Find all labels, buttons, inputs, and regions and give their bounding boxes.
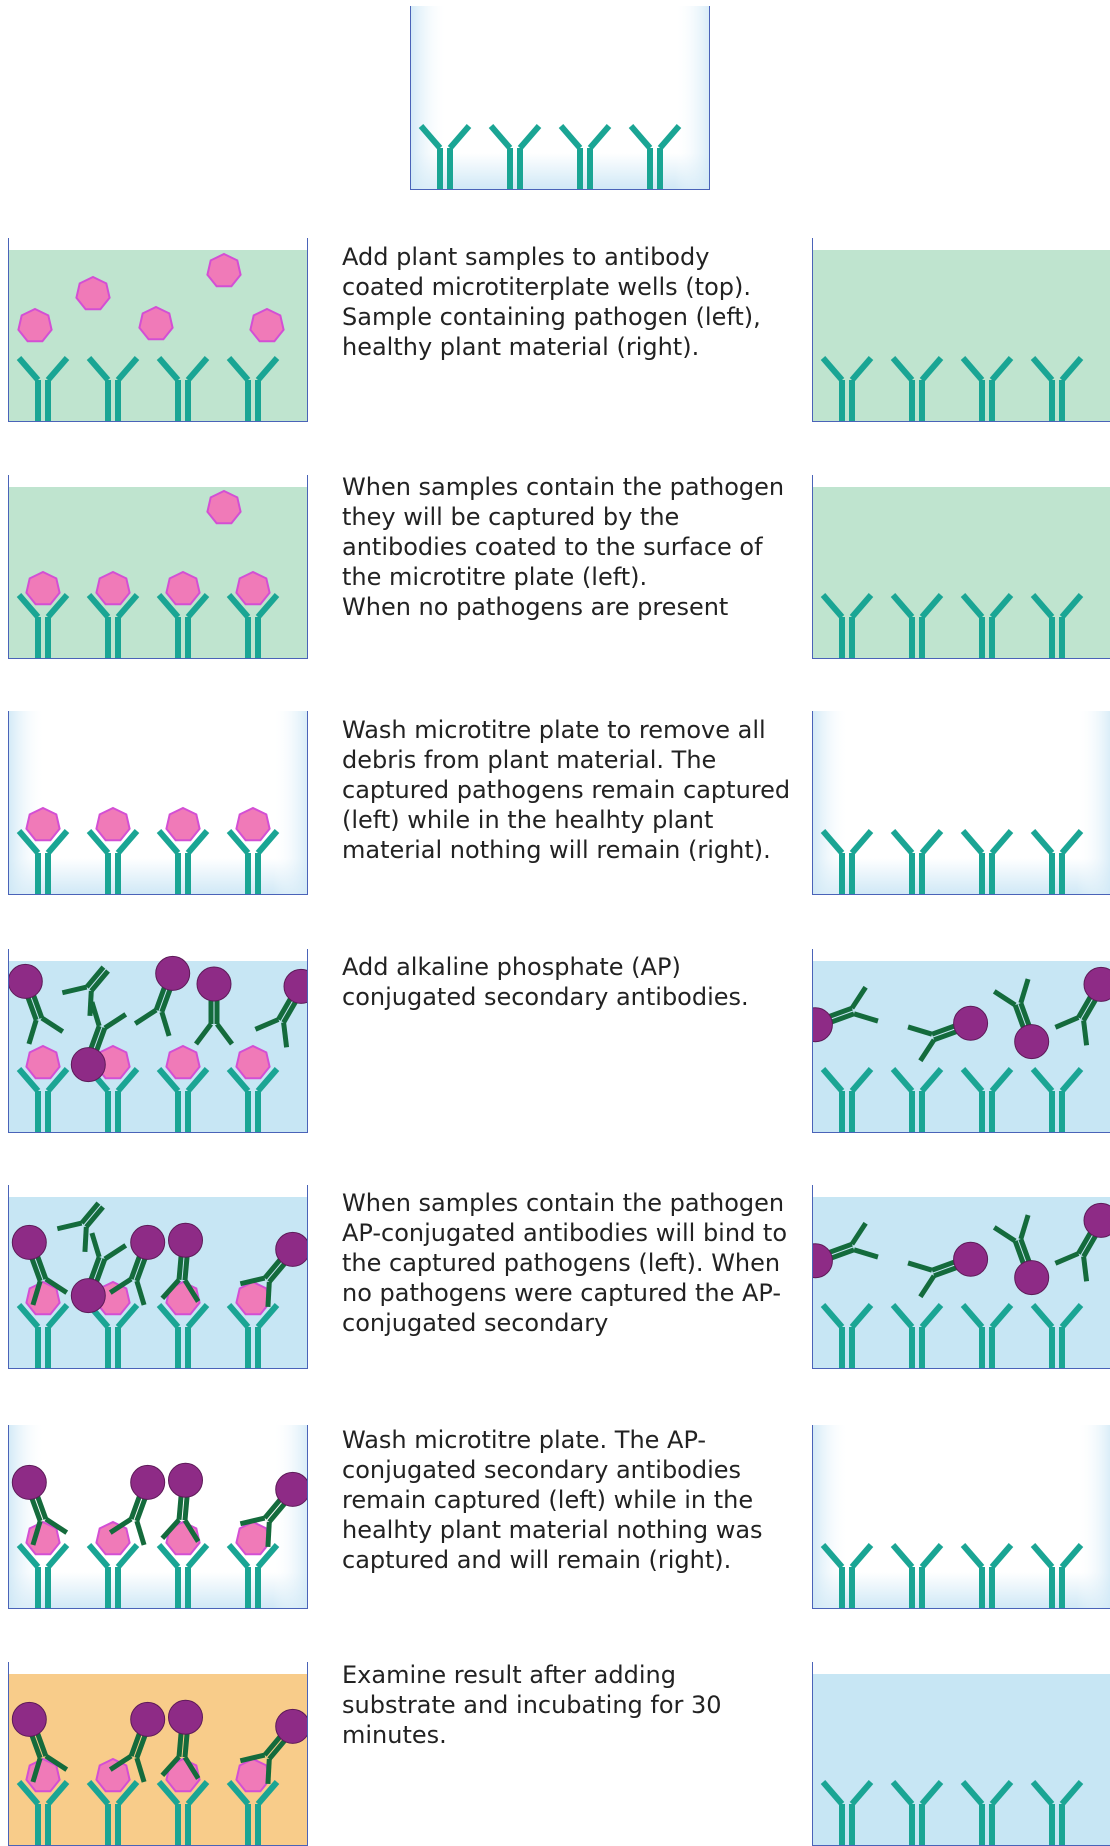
ap-enzyme (12, 1225, 46, 1259)
well-step2-right (812, 475, 1110, 659)
well-step4-left (8, 949, 308, 1133)
ap-enzyme (276, 1232, 308, 1266)
pathogen (207, 254, 240, 286)
step6-text: Wash microtitre plate. The AP-conjugated… (342, 1425, 792, 1575)
well-liquid (813, 487, 1110, 659)
pathogen (18, 309, 51, 341)
ap-enzyme (9, 964, 42, 998)
pathogen (236, 1046, 269, 1078)
well-step3-left (8, 711, 308, 895)
well-illustration (9, 475, 308, 659)
pathogen (236, 1759, 269, 1791)
pathogen (236, 1522, 269, 1554)
ap-enzyme (169, 1700, 203, 1734)
well-illustration (813, 238, 1110, 422)
ap-enzyme (276, 1709, 308, 1743)
well-liquid (813, 250, 1110, 422)
well-step7-left (8, 1662, 308, 1846)
well-liquid (813, 961, 1110, 1133)
ap-enzyme (71, 1048, 105, 1082)
well-liquid (9, 487, 308, 659)
pathogen (166, 572, 199, 604)
well-step2-left (8, 475, 308, 659)
well-top (410, 6, 710, 190)
ap-enzyme (1015, 1025, 1049, 1059)
ap-enzyme (71, 1279, 105, 1313)
well-illustration (9, 238, 308, 422)
pathogen (236, 1282, 269, 1314)
pathogen (96, 572, 129, 604)
step1-text: Add plant samples to antibody coated mic… (342, 242, 792, 362)
well-step4-right (812, 949, 1110, 1133)
well-step5-right (812, 1185, 1110, 1369)
well-step3-right (812, 711, 1110, 895)
pathogen (139, 307, 172, 339)
pathogen (26, 572, 59, 604)
well-illustration (9, 1425, 308, 1609)
ap-enzyme (169, 1463, 203, 1497)
well-illustration (9, 1662, 308, 1846)
pathogen (236, 808, 269, 840)
ap-enzyme (131, 1702, 165, 1736)
step3-text: Wash microtitre plate to remove all debr… (342, 715, 792, 865)
well-illustration (9, 711, 308, 895)
well-illustration (813, 1425, 1110, 1609)
step4-text: Add alkaline phosphate (AP) conjugated s… (342, 952, 792, 1012)
ap-enzyme (131, 1465, 165, 1499)
ap-enzyme (197, 967, 231, 1001)
ap-enzyme (954, 1242, 988, 1276)
ap-enzyme (276, 1472, 308, 1506)
well-illustration (813, 475, 1110, 659)
ap-enzyme (954, 1006, 988, 1040)
ap-enzyme (156, 956, 190, 990)
well-step6-right (812, 1425, 1110, 1609)
pathogen (96, 808, 129, 840)
well-step7-right (812, 1662, 1110, 1846)
ap-enzyme (169, 1223, 203, 1257)
pathogen (250, 309, 283, 341)
well-step1-right (812, 238, 1110, 422)
well-step5-left (8, 1185, 308, 1369)
pathogen (26, 1046, 59, 1078)
well-illustration (411, 6, 710, 190)
well-illustration (813, 949, 1110, 1133)
pathogen (96, 1759, 129, 1791)
well-illustration (813, 1662, 1110, 1846)
well-liquid (813, 1197, 1110, 1369)
well-illustration (9, 1185, 308, 1369)
pathogen (76, 277, 109, 309)
ap-enzyme (12, 1702, 46, 1736)
well-liquid (9, 961, 308, 1133)
pathogen (96, 1522, 129, 1554)
pathogen (207, 491, 240, 523)
ap-enzyme (12, 1465, 46, 1499)
ap-enzyme (1015, 1261, 1049, 1295)
well-illustration (813, 711, 1110, 895)
well-step6-left (8, 1425, 308, 1609)
well-step1-left (8, 238, 308, 422)
ap-enzyme (131, 1225, 165, 1259)
pathogen (166, 808, 199, 840)
well-liquid (813, 1674, 1110, 1846)
pathogen (166, 1046, 199, 1078)
pathogen (236, 572, 269, 604)
well-illustration (9, 949, 308, 1133)
step2-text: When samples contain the pathogen they w… (342, 472, 792, 622)
well-illustration (813, 1185, 1110, 1369)
pathogen (26, 808, 59, 840)
step7-text: Examine result after adding substrate an… (342, 1660, 792, 1750)
step5-text: When samples contain the pathogen AP-con… (342, 1188, 792, 1338)
